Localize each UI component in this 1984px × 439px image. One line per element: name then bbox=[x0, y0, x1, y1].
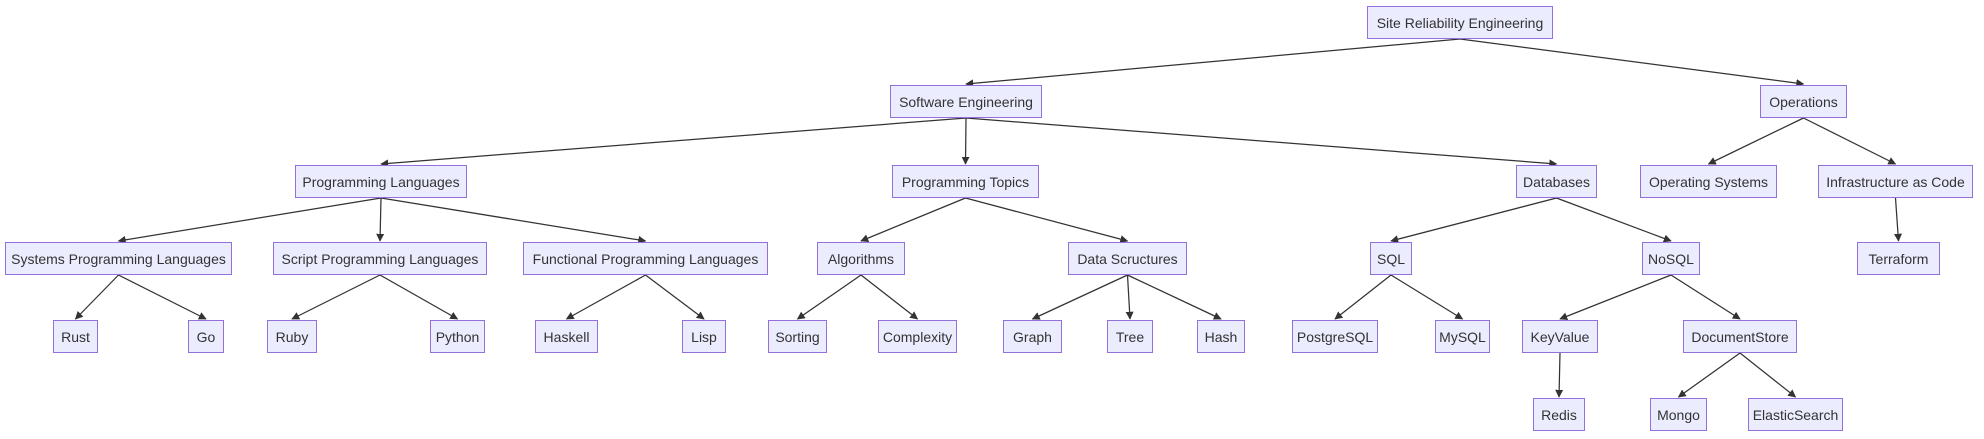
node-software-engineering: Software Engineering bbox=[890, 85, 1042, 118]
node-keyvalue: KeyValue bbox=[1522, 320, 1598, 353]
edge-software_engineering-to-databases bbox=[965, 117, 1558, 168]
edge-data_structures-to-graph bbox=[1031, 274, 1128, 320]
node-graph: Graph bbox=[1003, 320, 1062, 353]
edge-functional_programming_languages-to-lisp bbox=[645, 274, 705, 320]
edge-documentstore-to-elasticsearch bbox=[1739, 352, 1797, 398]
node-terraform: Terraform bbox=[1857, 242, 1940, 275]
edge-programming_languages-to-script_programming_languages bbox=[376, 197, 385, 242]
node-mongo: Mongo bbox=[1650, 398, 1707, 431]
edge-operations-to-infrastructure_as_code bbox=[1803, 117, 1897, 165]
edge-operations-to-operating_systems bbox=[1707, 117, 1804, 165]
node-python: Python bbox=[430, 320, 485, 353]
node-data-structures: Data Scructures bbox=[1068, 242, 1187, 275]
edge-functional_programming_languages-to-haskell bbox=[565, 274, 646, 320]
node-algorithms: Algorithms bbox=[817, 242, 905, 275]
node-script-programming-languages: Script Programming Languages bbox=[273, 242, 487, 275]
node-mysql: MySQL bbox=[1435, 320, 1490, 353]
edge-programming_topics-to-data_structures bbox=[965, 197, 1129, 244]
edge-programming_topics-to-algorithms bbox=[860, 197, 966, 242]
edge-algorithms-to-complexity bbox=[860, 274, 919, 320]
node-functional-programming-languages: Functional Programming Languages bbox=[523, 242, 768, 275]
node-operating-systems: Operating Systems bbox=[1640, 165, 1777, 198]
node-hash: Hash bbox=[1197, 320, 1245, 353]
node-sql: SQL bbox=[1370, 242, 1412, 275]
node-redis: Redis bbox=[1533, 398, 1585, 431]
node-sorting: Sorting bbox=[768, 320, 827, 353]
node-programming-languages: Programming Languages bbox=[295, 165, 467, 198]
node-go: Go bbox=[188, 320, 224, 353]
edge-data_structures-to-hash bbox=[1127, 274, 1222, 320]
edge-nosql-to-documentstore bbox=[1670, 274, 1741, 320]
edge-systems_programming_languages-to-go bbox=[118, 274, 207, 320]
edge-keyvalue-to-redis bbox=[1555, 352, 1564, 398]
edge-sre-to-operations bbox=[1459, 38, 1805, 88]
node-documentstore: DocumentStore bbox=[1683, 320, 1797, 353]
edge-software_engineering-to-programming_languages bbox=[380, 117, 967, 168]
edge-software_engineering-to-programming_topics bbox=[961, 117, 970, 165]
edge-documentstore-to-mongo bbox=[1677, 352, 1741, 398]
edge-sql-to-postgresql bbox=[1334, 274, 1392, 320]
node-elasticsearch: ElasticSearch bbox=[1748, 398, 1843, 431]
node-nosql: NoSQL bbox=[1642, 242, 1700, 275]
edge-databases-to-sql bbox=[1390, 197, 1557, 244]
node-rust: Rust bbox=[53, 320, 98, 353]
edge-nosql-to-keyvalue bbox=[1559, 274, 1672, 321]
node-postgresql: PostgreSQL bbox=[1292, 320, 1378, 353]
edge-infrastructure_as_code-to-terraform bbox=[1894, 197, 1902, 242]
edge-script_programming_languages-to-ruby bbox=[291, 274, 381, 320]
edge-databases-to-nosql bbox=[1556, 197, 1672, 243]
node-tree: Tree bbox=[1107, 320, 1153, 353]
node-infrastructure-as-code: Infrastructure as Code bbox=[1818, 165, 1973, 198]
node-programming-topics: Programming Topics bbox=[892, 165, 1039, 198]
edge-sre-to-software_engineering bbox=[965, 38, 1461, 88]
edge-algorithms-to-sorting bbox=[796, 274, 862, 320]
edge-data_structures-to-tree bbox=[1125, 274, 1134, 320]
node-haskell: Haskell bbox=[535, 320, 598, 353]
node-systems-programming-languages: Systems Programming Languages bbox=[5, 242, 232, 275]
edge-programming_languages-to-systems_programming_languages bbox=[117, 197, 382, 244]
node-lisp: Lisp bbox=[682, 320, 726, 353]
edge-programming_languages-to-functional_programming_languages bbox=[380, 197, 647, 244]
node-databases: Databases bbox=[1516, 165, 1597, 198]
node-ruby: Ruby bbox=[267, 320, 317, 353]
edge-systems_programming_languages-to-rust bbox=[74, 274, 119, 320]
node-site-reliability-engineering: Site Reliability Engineering bbox=[1367, 6, 1553, 39]
edge-script_programming_languages-to-python bbox=[379, 274, 459, 320]
node-complexity: Complexity bbox=[878, 320, 957, 353]
edge-sql-to-mysql bbox=[1390, 274, 1464, 320]
node-operations: Operations bbox=[1760, 85, 1847, 118]
